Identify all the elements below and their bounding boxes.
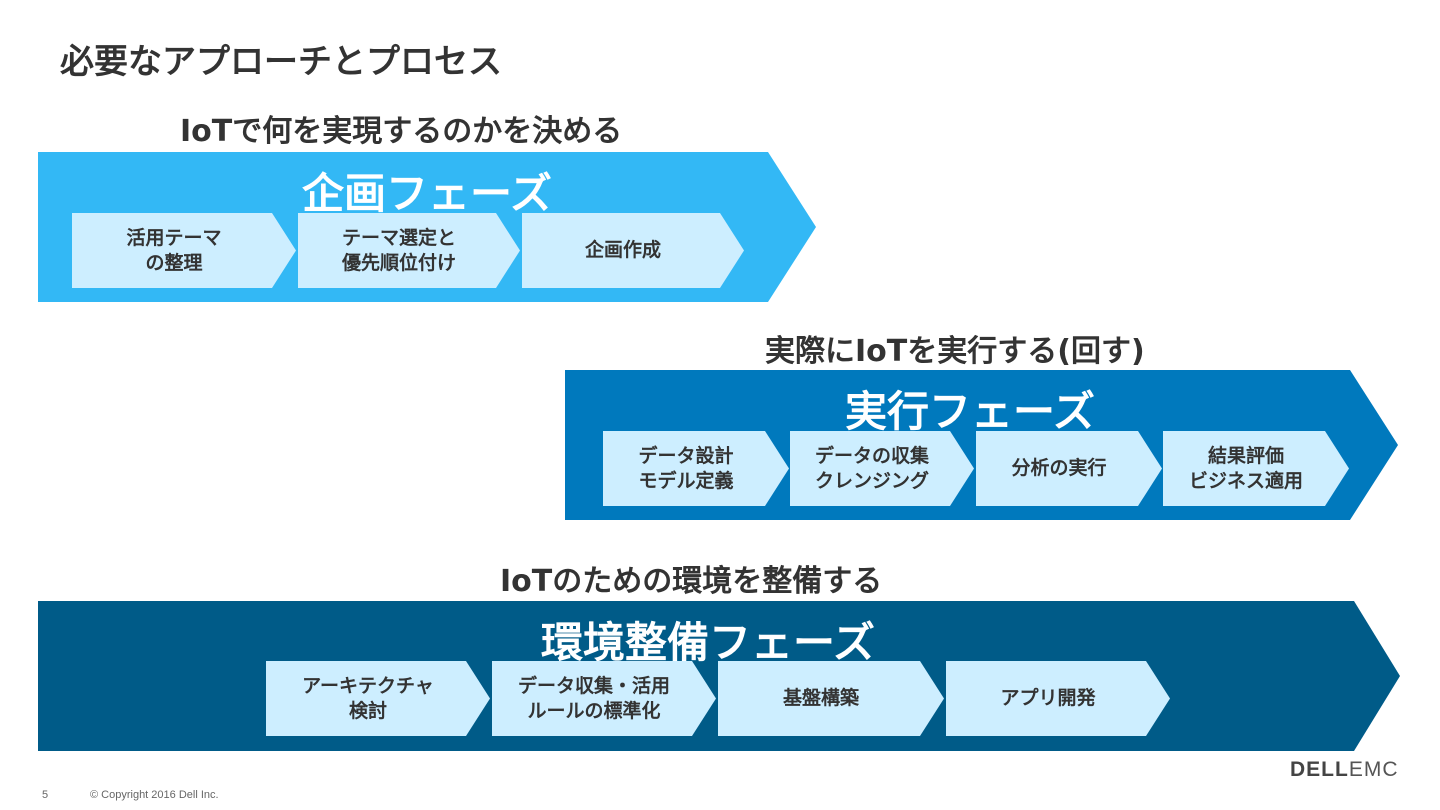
execution-phase-title: 実行フェーズ (845, 387, 1095, 436)
execution-step-data-collect: データの収集 クレンジング (790, 431, 974, 506)
environment-step-architecture: アーキテクチャ 検討 (266, 661, 490, 736)
execution-step-data-design: データ設計 モデル定義 (603, 431, 789, 506)
execution-subtitle: 実際にIoTを実行する(回す) (765, 334, 1145, 369)
environment-step-app-dev: アプリ開発 (946, 661, 1170, 736)
logo-dell: DELL (1290, 758, 1349, 781)
logo-emc: EMC (1348, 758, 1399, 781)
planning-step-theme-organize: 活用テーマ の整理 (72, 213, 296, 288)
copyright: © Copyright 2016 Dell Inc. (90, 789, 219, 801)
planning-step-plan-create: 企画作成 (522, 213, 744, 288)
planning-phase-title: 企画フェーズ (302, 169, 552, 218)
page-number: 5 (42, 789, 49, 801)
slide-title: 必要なアプローチとプロセス (60, 42, 502, 82)
execution-step-evaluate: 結果評価 ビジネス適用 (1163, 431, 1349, 506)
environment-subtitle: IoTのための環境を整備する (500, 564, 883, 599)
dell-emc-logo: DELLEMC (1290, 758, 1399, 782)
execution-step-analysis: 分析の実行 (976, 431, 1162, 506)
environment-phase-title: 環境整備フェーズ (541, 618, 875, 667)
environment-step-rules: データ収集・活用 ルールの標準化 (492, 661, 716, 736)
planning-step-theme-prioritize: テーマ選定と 優先順位付け (298, 213, 520, 288)
planning-subtitle: IoTで何を実現するのかを決める (180, 114, 623, 149)
environment-step-infrastructure: 基盤構築 (718, 661, 944, 736)
